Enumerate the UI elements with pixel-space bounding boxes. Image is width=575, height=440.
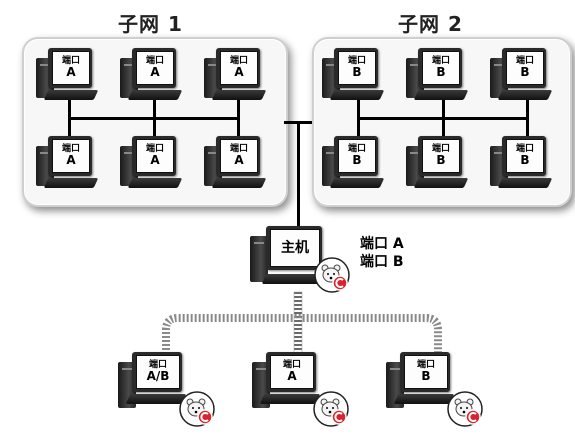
port-label: 端口: [431, 143, 450, 154]
port-label: 端口: [145, 55, 164, 66]
port-label: 端口: [515, 55, 534, 66]
monitor-icon: 端口 A: [132, 136, 176, 176]
port-value: B: [520, 153, 530, 168]
port-value: B: [352, 153, 362, 168]
port-label: 端口: [229, 55, 248, 66]
polar-bear-shield-icon: [179, 391, 215, 427]
monitor-icon: 端口 B: [418, 136, 462, 176]
host-port-list: 端口 A 端口 B: [360, 235, 404, 271]
subnet2-computer[interactable]: 端口 B: [490, 48, 553, 108]
port-value: A: [287, 369, 297, 384]
monitor-icon: 端口 A: [132, 48, 176, 88]
polar-bear-shield-icon: [313, 391, 349, 427]
subnet1-computer[interactable]: 端口 A: [36, 136, 99, 196]
host-computer[interactable]: 主机: [250, 226, 330, 292]
port-label: 端口: [229, 143, 248, 154]
subnet1-computer[interactable]: 端口 A: [120, 48, 183, 108]
monitor-icon: 端口 B: [400, 352, 450, 392]
port-value: B: [520, 65, 530, 80]
monitor-icon: 端口 B: [502, 136, 546, 176]
port-value: A: [234, 65, 244, 80]
client-computer[interactable]: 端口 A/B: [118, 352, 190, 416]
subnet1-computer[interactable]: 端口 A: [120, 136, 183, 196]
subnet2-title: 子网 2: [398, 12, 463, 36]
polar-bear-shield-icon: [447, 391, 483, 427]
port-value: A: [66, 153, 76, 168]
port-label: 端口: [145, 143, 164, 154]
subnet2-computer[interactable]: 端口 B: [322, 48, 385, 108]
monitor-icon: 端口 A: [266, 352, 316, 392]
subnet2-computer[interactable]: 端口 B: [406, 48, 469, 108]
monitor-icon: 端口 A: [216, 136, 260, 176]
port-value: B: [436, 65, 446, 80]
monitor-icon: 端口 A/B: [132, 352, 182, 392]
port-value: B: [436, 153, 446, 168]
port-label: 端口: [347, 55, 366, 66]
subnet1-title: 子网 1: [118, 12, 183, 36]
client-computer[interactable]: 端口 B: [386, 352, 458, 416]
subnet2-drop-3: [526, 96, 529, 140]
port-label: 端口: [148, 359, 167, 370]
polar-bear-shield-icon: [314, 257, 350, 293]
monitor-icon: 端口 A: [216, 48, 260, 88]
monitor-icon: 端口 B: [418, 48, 462, 88]
port-label: 端口: [515, 143, 534, 154]
monitor-icon: 端口 B: [502, 48, 546, 88]
subnet2-drop-1: [357, 96, 360, 140]
port-value: B: [352, 65, 362, 80]
subnet1-drop-1: [68, 96, 71, 140]
port-label: 端口: [282, 359, 301, 370]
port-value: A: [150, 65, 160, 80]
port-label: 端口: [431, 55, 450, 66]
monitor-icon: 主机: [266, 226, 322, 270]
monitor-icon: 端口 B: [334, 48, 378, 88]
monitor-icon: 端口 B: [334, 136, 378, 176]
port-value: A: [150, 153, 160, 168]
backbone-vertical: [297, 121, 300, 231]
subnet1-computer[interactable]: 端口 A: [204, 48, 267, 108]
monitor-icon: 端口 A: [48, 48, 92, 88]
subnet1-drop-2: [153, 96, 156, 140]
subnet1-computer[interactable]: 端口 A: [204, 136, 267, 196]
port-value: B: [421, 369, 431, 384]
host-label: 主机: [281, 239, 309, 256]
subnet2-computer[interactable]: 端口 B: [490, 136, 553, 196]
port-label: 端口: [61, 55, 80, 66]
subnet1-drop-3: [237, 96, 240, 140]
monitor-icon: 端口 A: [48, 136, 92, 176]
port-label: 端口: [347, 143, 366, 154]
host-port-b: 端口 B: [360, 254, 404, 270]
host-port-a: 端口 A: [360, 236, 404, 252]
port-label: 端口: [416, 359, 435, 370]
port-label: 端口: [61, 143, 80, 154]
port-value: A/B: [146, 369, 170, 384]
port-value: A: [234, 153, 244, 168]
client-computer[interactable]: 端口 A: [252, 352, 324, 416]
subnet2-drop-2: [442, 96, 445, 140]
subnet2-computer[interactable]: 端口 B: [406, 136, 469, 196]
port-value: A: [66, 65, 76, 80]
subnet1-computer[interactable]: 端口 A: [36, 48, 99, 108]
tower-icon: [250, 236, 268, 282]
subnet2-computer[interactable]: 端口 B: [322, 136, 385, 196]
